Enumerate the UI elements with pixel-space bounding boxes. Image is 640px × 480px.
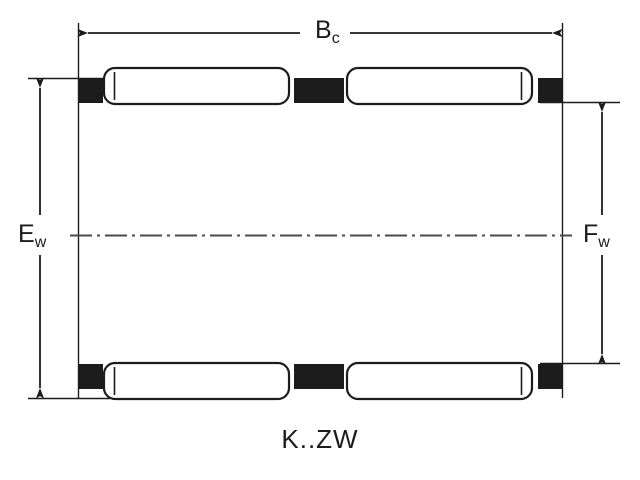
cage-bar-bottom-right [538,364,563,389]
roller-row-bottom [78,361,563,401]
cage-bar-top-right [538,78,563,103]
cage-bar-top-middle [294,78,344,103]
cage-bar-top-left [78,78,103,103]
dimension-label-fw-subscript: w [598,234,610,251]
dimension-label-bc-symbol: B [315,16,332,44]
dimension-label-ew-symbol: E [18,220,35,248]
drawing-caption: K..ZW [281,424,359,454]
roller-bottom-left [102,361,291,401]
dimension-label-ew: Ew [18,220,46,251]
dimension-label-fw-symbol: F [583,220,599,248]
cage-bar-bottom-left [78,364,103,389]
roller-top-right [345,66,534,106]
cage-bar-bottom-middle [294,364,344,389]
dimension-label-bc-subscript: c [331,30,340,47]
roller-row-top [78,66,563,106]
roller-top-left [102,66,291,106]
dimension-label-bc: Bc [308,16,347,47]
dimension-label-ew-subscript: w [34,234,47,251]
dimension-label-fw: Fw [583,220,610,251]
roller-bottom-right [345,361,534,401]
